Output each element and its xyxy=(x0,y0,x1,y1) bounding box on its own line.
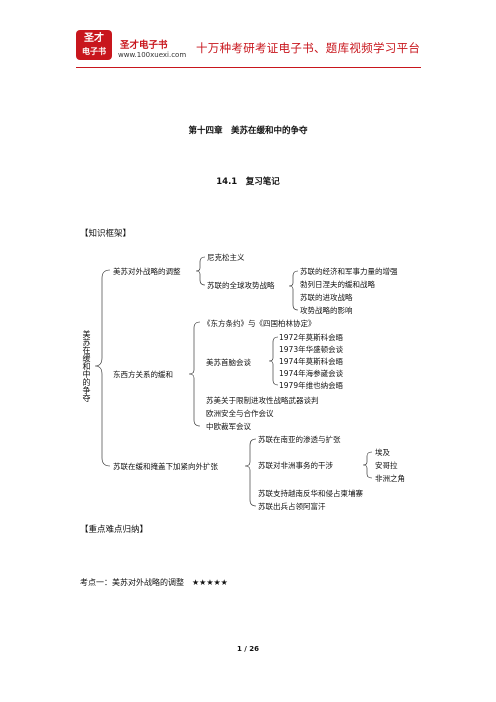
tree-b2-item-5: 中欧裁军会议 xyxy=(206,422,251,431)
framework-heading: 【知识框架】 xyxy=(80,229,132,239)
logo-line1: 圣才 xyxy=(84,33,104,44)
b1-brace xyxy=(195,256,206,286)
tree-b2-item-4: 欧洲安全与合作会议 xyxy=(206,409,274,418)
tree-b3-2-item-3: 非洲之角 xyxy=(375,474,405,483)
tree-b1-2-item-1: 苏联的经济和军事力量的增强 xyxy=(300,267,398,276)
page-number: 1 / 26 xyxy=(236,645,260,653)
tree-b2-item-3: 苏美关于限制进攻性战略武器谈判 xyxy=(206,396,319,405)
tree-b2-2-item-5: 1979年维也纳会晤 xyxy=(279,381,344,390)
root-brace xyxy=(94,269,111,467)
tree-branch-2: 东西方关系的缓和 xyxy=(113,370,173,379)
tree-b3-item-2: 苏联对非洲事务的干涉 xyxy=(258,461,333,470)
tree-branch-1: 美苏对外战略的调整 xyxy=(113,267,181,276)
section-title: 14.1 复习笔记 xyxy=(216,177,280,187)
tree-b3-item-3: 苏联支持越南反华和侵占柬埔寨 xyxy=(258,489,363,498)
b2-brace xyxy=(188,321,201,427)
tree-b2-2-item-4: 1974年海参崴会谈 xyxy=(279,369,344,378)
tree-b3-2-item-2: 安哥拉 xyxy=(375,461,398,470)
tree-b3-item-1: 苏联在南亚的渗透与扩张 xyxy=(258,435,341,444)
tree-root: 美苏在缓和中的争夺 xyxy=(82,330,91,402)
tree-b2-2-item-2: 1973年华盛顿会谈 xyxy=(279,345,344,354)
tree-b3-item-4: 苏联出兵占领阿富汗 xyxy=(258,502,326,511)
tree-b2-2-item-3: 1974年莫斯科会晤 xyxy=(279,357,344,366)
chapter-title: 第十四章 美苏在缓和中的争夺 xyxy=(188,126,308,136)
tree-b1-2-item-4: 攻势战略的影响 xyxy=(300,306,353,315)
b3-brace xyxy=(244,438,257,507)
tree-b3-2-item-1: 埃及 xyxy=(375,448,390,457)
kaodian-1: 考点一：美苏对外战略的调整 ★★★★★ xyxy=(80,578,228,587)
tree-b1-2-item-3: 苏联的进攻战略 xyxy=(300,293,353,302)
brand-name: 圣才电子书 xyxy=(120,40,168,51)
tree-b2-item-2: 美苏首脑会谈 xyxy=(206,358,251,367)
header-divider xyxy=(76,67,421,68)
tree-b1-2-item-2: 勃列日涅夫的缓和战略 xyxy=(300,280,375,289)
logo-line2: 电子书 xyxy=(82,47,106,56)
key-points-heading: 【重点难点归纳】 xyxy=(80,525,149,535)
tree-b1-item-2: 苏联的全球攻势战略 xyxy=(207,281,275,290)
logo: 圣才 电子书 xyxy=(76,30,112,60)
brand-url[interactable]: www.100xuexi.com xyxy=(118,51,187,59)
tree-b1-item-1: 尼克松主义 xyxy=(207,253,245,262)
tree-b2-item-1: 《东方条约》与《四国柏林协定》 xyxy=(203,319,316,328)
tree-branch-3: 苏联在缓和掩盖下加紧向外扩张 xyxy=(113,462,218,471)
tree-b2-2-item-1: 1972年莫斯科会晤 xyxy=(279,333,344,342)
b2-2-brace xyxy=(268,336,279,386)
b1-2-brace xyxy=(288,270,299,311)
header-slogan: 十万种考研考证电子书、题库视频学习平台 xyxy=(196,41,421,55)
b3-2-brace xyxy=(362,451,373,479)
